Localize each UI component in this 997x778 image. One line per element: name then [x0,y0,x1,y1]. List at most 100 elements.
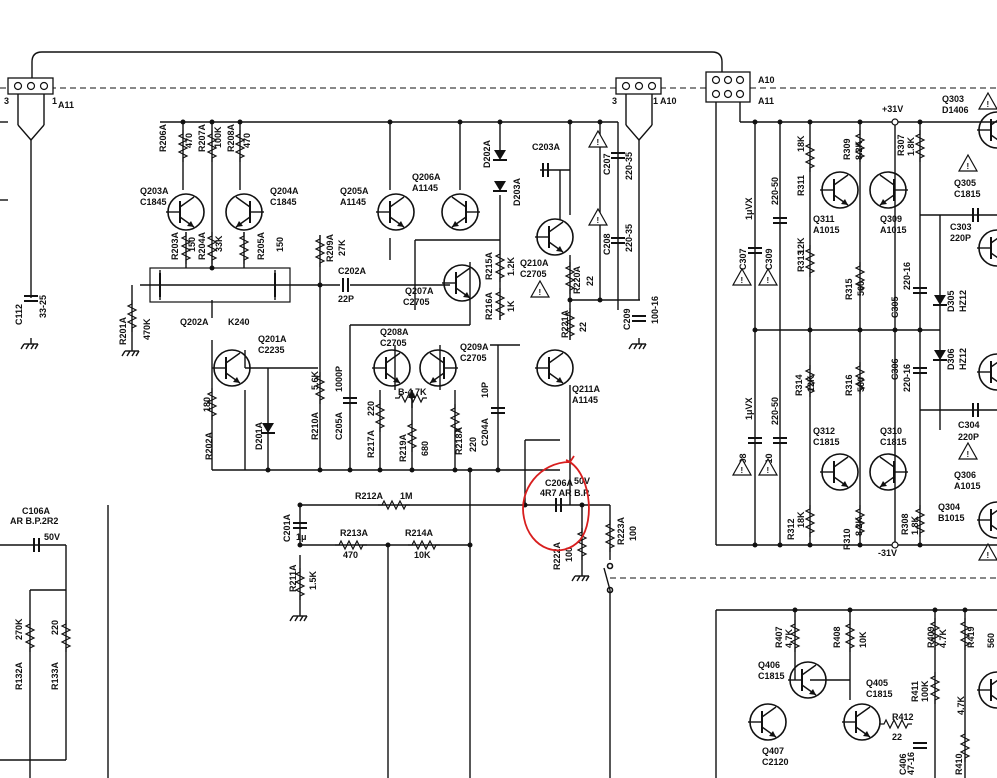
ref-label: Q206A [412,172,441,182]
capacitor-c203a: C203A [532,142,561,178]
ref-label: Q309 [880,214,902,224]
ref-label: R214A [405,528,434,538]
ref-label: C201A [282,513,292,542]
ref-label: R315 [844,278,854,300]
ref-label: R209A [325,233,335,262]
ref-label: R201A [118,316,128,345]
value-label: 220-35 [624,152,634,180]
value-label: 22 [578,322,588,332]
value-label: 220-16 [902,364,912,392]
ref-label: Q312 [813,426,835,436]
part-label: HZ12 [958,348,968,370]
ref-label: R206A [158,123,168,152]
ref-label: R307 [896,134,906,156]
value-label: 18K [796,135,806,152]
resistor-r133a: R133A 220 [50,619,71,690]
ref-label: D203A [512,177,522,206]
value-label: 220 [366,401,376,416]
connector-a10-mid: 3 1 A10 [612,77,677,300]
ref-label: Q211A [572,384,601,394]
ref-label: R204A [197,231,207,260]
value-label: 4.7K [784,628,794,648]
part-label: C1815 [954,189,981,199]
part-label: A1145 [340,197,366,207]
ref-label: C307 [738,248,748,270]
part-label: A1015 [813,225,840,235]
highlight-circle [522,455,590,552]
ref-label: R205A [256,231,266,260]
ref-label: C205A [334,411,344,440]
ref-label: R316 [844,374,854,396]
part-label: A1015 [954,481,981,491]
ref-label: C304 [958,420,980,430]
value-label: 1.2K [506,256,516,276]
ref-label: R412 [892,712,914,722]
resistor-r214a: R214A 10K [405,528,441,560]
value-label: 220-16 [902,262,912,290]
ref-label: R223A [616,516,626,545]
ref-label: Q306 [954,470,976,480]
part-label: C1815 [813,437,840,447]
value-label: 220-35 [624,224,634,252]
value-label: 1M [400,491,413,501]
ref-label: R221A [560,309,570,338]
part-label: C2120 [762,757,789,767]
resistor-r221a: R221A 22 [560,307,588,341]
ref-label: Q406 [758,660,780,670]
part-label: C2705 [520,269,547,279]
value-label: 560 [856,377,866,392]
ref-label: C306 [890,358,900,380]
ref-label: R133A [50,661,60,690]
value-label: 150 [187,237,197,252]
capacitor-c304: C304 220P [958,402,980,442]
ref-label: R217A [366,429,376,458]
part-label: C2705 [460,353,487,363]
part-label: C1845 [140,197,167,207]
ref-label: R411 [910,681,920,702]
ref-label: C209 [622,308,632,330]
value-label: 12K [806,375,816,392]
value-label: 220 [50,620,60,635]
value-label: 1000P [334,366,344,392]
ref-label: R419 [966,626,976,648]
value-label: 220 [468,437,478,452]
value-label: 220P [958,432,979,442]
ref-label: R311 [796,175,806,196]
voltage-label: 50V [44,532,60,542]
ref-label: Q202A [180,317,209,327]
part-label: C1815 [880,437,907,447]
value-label: 4.7K [938,628,948,648]
variable-resistor: B-4.7K [394,387,428,408]
value-label: 10K [414,550,431,560]
value-label: 100 [564,547,574,562]
